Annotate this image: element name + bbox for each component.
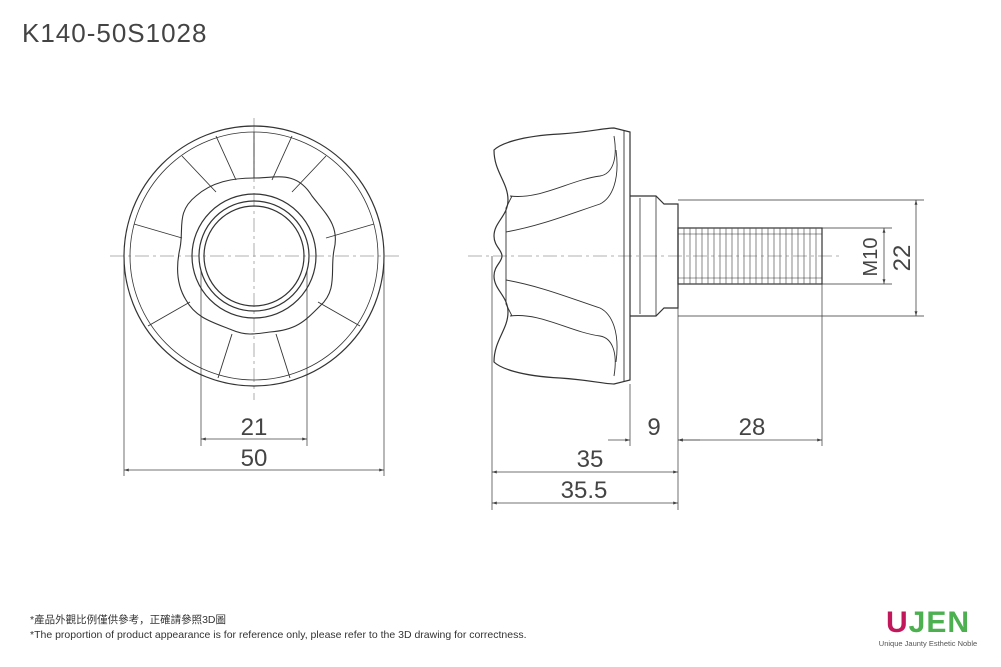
part-number: K140-50S1028 — [22, 18, 208, 48]
logo-letters-rest: JEN — [908, 606, 971, 639]
side-knob-body — [493, 127, 631, 385]
side-groove-top — [509, 135, 616, 197]
dim-label-21: 21 — [241, 414, 268, 441]
note-zh: *產品外觀比例僅供參考，正確請參照3D圖 — [30, 614, 227, 626]
dim-label-50: 50 — [241, 445, 268, 472]
notes: *產品外觀比例僅供參考，正確請參照3D圖 *The proportion of … — [30, 613, 527, 643]
ujen-logo: UJEN Unique Jaunty Esthetic Noble — [878, 608, 978, 649]
front-lobed-shape — [176, 176, 336, 335]
dim-label-35-5: 35.5 — [561, 477, 608, 504]
dim-label-22: 22 — [889, 245, 916, 272]
front-bore-inner — [203, 205, 305, 307]
front-bore-outer — [191, 193, 317, 319]
dim-label-28: 28 — [739, 414, 766, 441]
side-groove-bottom — [509, 315, 616, 377]
note-en: *The proportion of product appearance is… — [30, 629, 527, 641]
side-dimensions — [491, 200, 918, 505]
side-view — [468, 127, 924, 510]
logo-letter-u: U — [885, 606, 909, 639]
side-groove-bottom2 — [505, 279, 618, 363]
side-groove-top2 — [505, 149, 618, 233]
front-view — [110, 118, 400, 476]
front-dimensions — [124, 437, 385, 472]
logo-wordmark: UJEN — [878, 608, 978, 638]
dim-label-m10: M10 — [860, 238, 882, 277]
logo-tagline: Unique Jaunty Esthetic Noble — [878, 639, 978, 648]
side-thread-lines — [683, 228, 817, 284]
dim-label-9: 9 — [647, 414, 660, 441]
front-radial-grooves — [133, 132, 375, 379]
front-bore-mid — [198, 200, 310, 312]
dim-label-35: 35 — [577, 446, 604, 473]
side-face-recess — [505, 195, 513, 317]
